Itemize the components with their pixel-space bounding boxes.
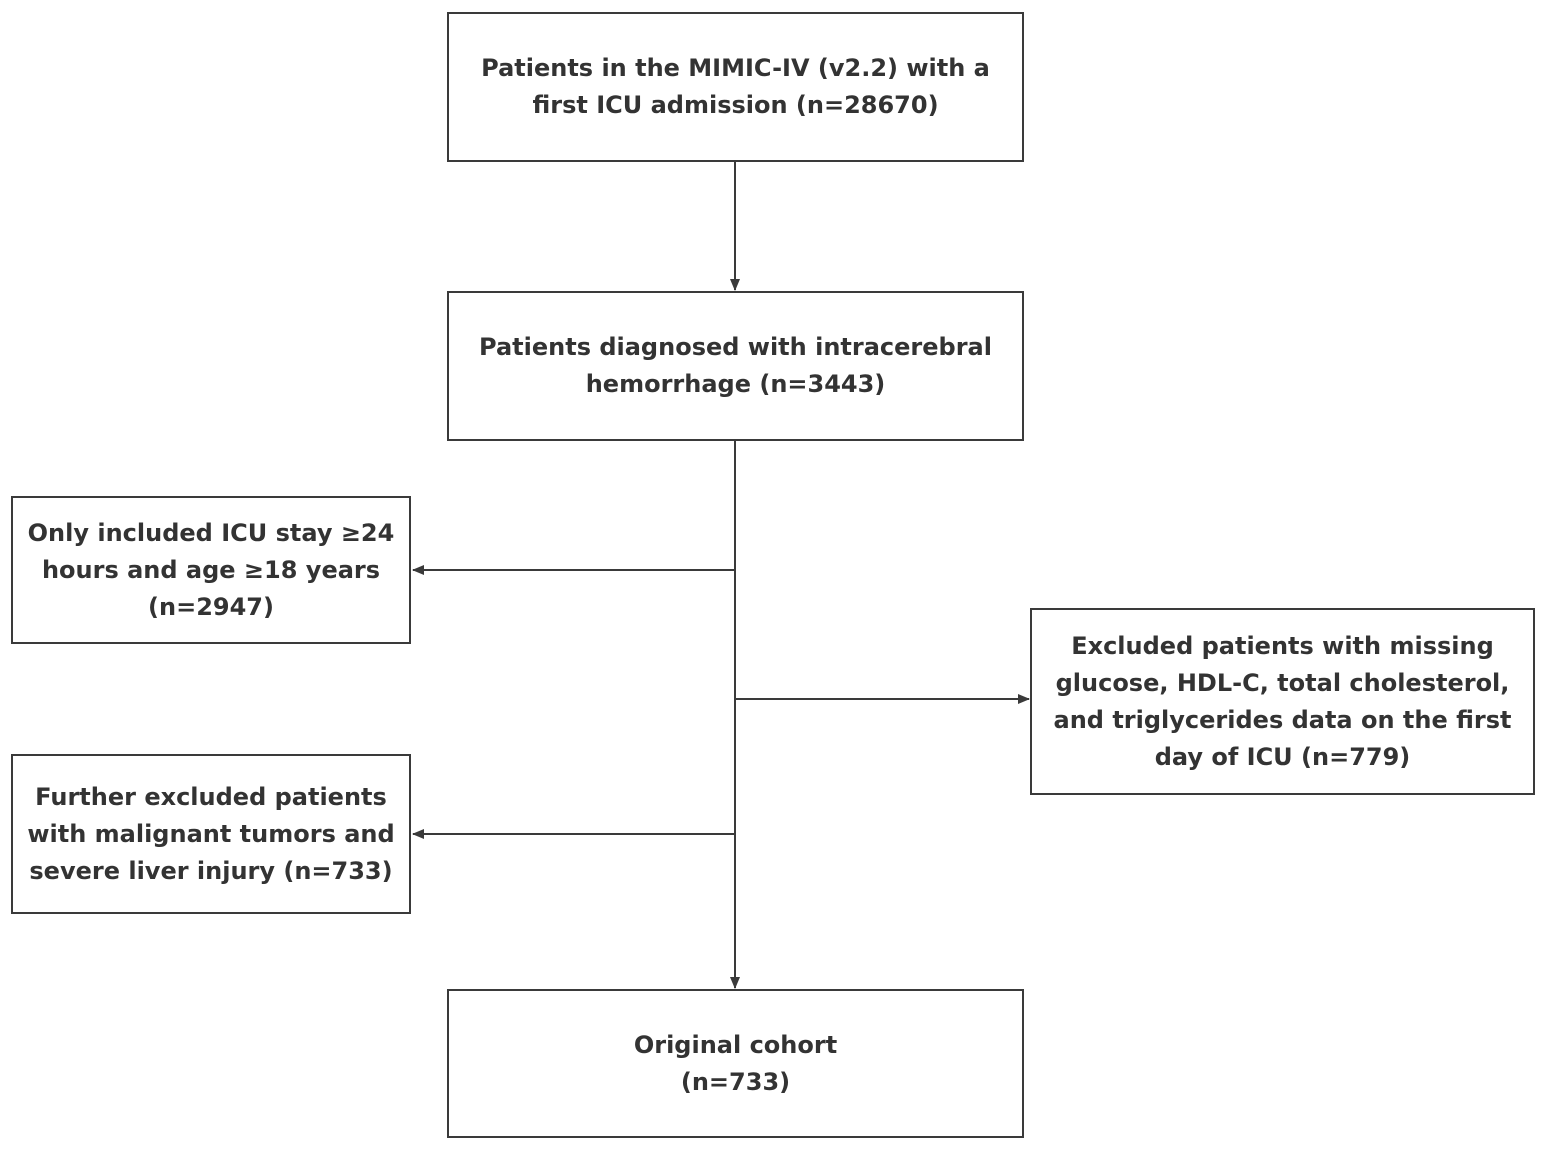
box-text-line: hours and age ≥18 years — [41, 555, 381, 584]
box-original-cohort: Original cohort (n=733) — [447, 989, 1024, 1138]
box-icu-stay-and-age-criteria: Only included ICU stay ≥24 hours and age… — [11, 496, 411, 644]
box-text-line: Only included ICU stay ≥24 — [27, 518, 395, 547]
box-text-line: (n=733) — [680, 1067, 791, 1096]
box-text-line: glucose, HDL-C, total cholesterol, — [1055, 668, 1510, 697]
box-text-line: with malignant tumors and — [27, 819, 395, 848]
box-mimic-first-icu-admission: Patients in the MIMIC-IV (v2.2) with a f… — [447, 12, 1024, 162]
box-text-line: first ICU admission (n=28670) — [532, 91, 939, 119]
box-text-line: Original cohort — [633, 1030, 838, 1059]
box-text-line: (n=2947) — [148, 592, 274, 621]
box-excluded-tumors-liver-injury: Further excluded patients with malignant… — [11, 754, 411, 914]
box-text-line: hemorrhage (n=3443) — [585, 370, 886, 398]
box-excluded-missing-lab-data: Excluded patients with missing glucose, … — [1030, 608, 1535, 795]
box-text-line: Patients diagnosed with intracerebral — [479, 333, 992, 361]
box-intracerebral-hemorrhage: Patients diagnosed with intracerebral he… — [447, 291, 1024, 441]
box-text-line: Excluded patients with missing — [1071, 631, 1494, 660]
box-text-line: severe liver injury (n=733) — [29, 856, 393, 885]
box-text-line: Patients in the MIMIC-IV (v2.2) with a — [481, 54, 990, 82]
box-text-line: and triglycerides data on the first — [1053, 705, 1512, 734]
box-text-line: day of ICU (n=779) — [1154, 742, 1411, 771]
box-text-line: Further excluded patients — [35, 782, 387, 811]
